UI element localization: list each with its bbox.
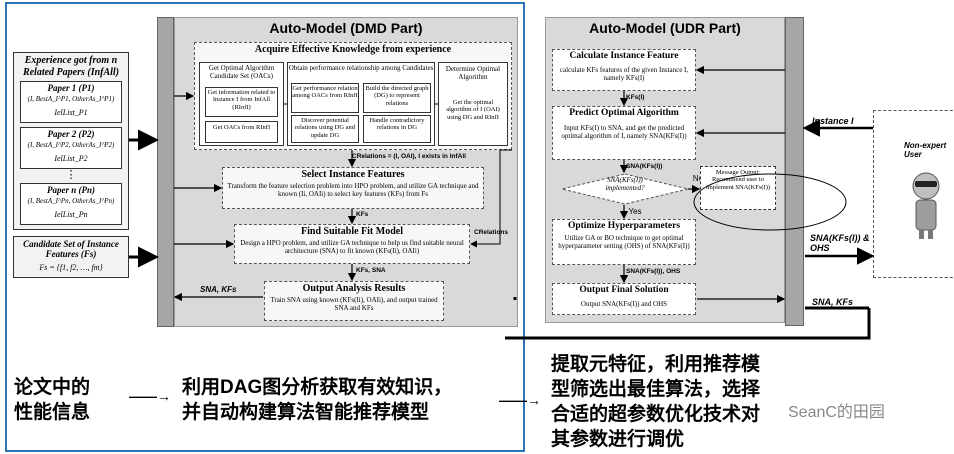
bottom-text-2-line-1: 利用DAG图分析获取有效知识，: [182, 377, 453, 398]
paper-1-title: Paper 1 (P1): [47, 83, 95, 93]
oacs-step-1-text: Get information related to Instance I fr…: [207, 89, 276, 111]
perf-step-2-text: Build the directed graph (DG) to represe…: [365, 85, 429, 107]
determine-title: Determine Optimal Algorithm: [445, 65, 501, 82]
diamond-text: SNA(KFs(I)) implemented?: [605, 176, 645, 193]
user-label: Non-expert User: [904, 141, 947, 160]
crelations-label: CRelations = (I, OAI), I exists in InfAl…: [352, 153, 466, 160]
predict-title: Predict Optimal Algorithm: [569, 108, 679, 118]
oacs-step-2: Get OACs from RInfI: [205, 121, 278, 143]
paper-2-tuple: (I, BestA_I^P2, OtherAs_I^P2): [27, 141, 115, 149]
sna-kfs-label: SNA(KFs(I)): [626, 163, 663, 170]
paper-n-title: Paper n (Pn): [47, 185, 95, 195]
bottom-text-3-line-4: 其参数进行调优: [551, 429, 685, 450]
paper-1-list: IelList_P1: [54, 108, 88, 117]
bottom-text-3-line-1: 提取元特征，利用推荐模: [551, 354, 761, 375]
udr-output-bar: [785, 17, 804, 326]
optimize-hyperparameters-box: Optimize Hyperparameters Utilize GA or B…: [552, 219, 696, 265]
oacs-step-2-text: Get OACs from RInfI: [212, 124, 271, 131]
calc-text: calculate KFs features of the given Inst…: [559, 66, 689, 83]
candidate-features-box: Candidate Set of Instance Features (Fs) …: [13, 236, 129, 278]
paper-2-list: IelList_P2: [54, 154, 88, 163]
user-box: [873, 110, 954, 278]
paper-1-box: Paper 1 (P1) (I, BestA_I^P1, OtherAs_I^P…: [20, 81, 122, 123]
perf-step-2: Build the directed graph (DG) to represe…: [363, 83, 431, 113]
decision-diamond: [561, 173, 689, 205]
watermark: SeanC的田园: [788, 404, 885, 421]
final-title: Output Final Solution: [579, 285, 669, 295]
experience-title: Experience got from n Related Papers (In…: [22, 55, 120, 78]
candidate-title: Candidate Set of Instance Features (Fs): [23, 239, 119, 260]
oacs-box: Get Optimal Algorithm Candidate Set (OAC…: [199, 62, 284, 146]
perf-step-3: Discover potential relations using DG an…: [291, 115, 359, 143]
fit-text: Design a HPO problem, and utilize GA tec…: [240, 239, 464, 256]
determine-box: Determine Optimal Algorithm Get the opti…: [438, 62, 508, 146]
oacs-step-1: Get information related to Instance I fr…: [205, 87, 278, 117]
paper-1-tuple: (I, BestA_I^P1, OtherAs_I^P1): [27, 95, 115, 103]
final-solution-box: Output Final Solution Output SNA(KFs(I))…: [552, 283, 696, 315]
perf-step-1-text: Get performance relation among OACs from…: [292, 85, 358, 100]
paper-n-tuple: (I, BestA_I^Pn, OtherAs_I^Pn): [27, 197, 115, 205]
kfs-label: KFs: [356, 211, 369, 218]
crelations-side-label: CRelations: [474, 229, 508, 236]
message-output-box: Message Output: Recommend user to implem…: [700, 166, 776, 210]
dmd-input-bar: [157, 17, 174, 327]
kfs-sna-label: KFs, SNA: [356, 267, 386, 274]
perf-step-4-text: Handle contradictory relations in DG: [369, 117, 425, 132]
paper-n-box: Paper n (Pn) (I, BestA_I^Pn, OtherAs_I^P…: [20, 183, 122, 225]
dmd-title: Auto-Model (DMD Part): [269, 20, 423, 36]
paper-n-list: IelList_Pn: [54, 210, 88, 219]
bottom-text-3-line-2: 型筛选出最佳算法，选择: [551, 379, 761, 400]
message-text: Message Output: Recommend user to implem…: [705, 169, 771, 191]
oacs-title: Get Optimal Algorithm Candidate Set (OAC…: [208, 64, 275, 81]
bottom-text-1-line-2: 性能信息: [14, 402, 91, 423]
candidate-formula: Fs = {f1, f2, …, fm}: [39, 263, 103, 272]
output-title: Output Analysis Results: [302, 283, 406, 294]
perf-step-1: Get performance relation among OACs from…: [291, 83, 359, 113]
output-analysis-box: Output Analysis Results Train SNA using …: [264, 281, 444, 321]
sna-kfs-left-label: SNA, KFs: [200, 285, 237, 294]
bottom-text-2-line-2: 并自动构建算法智能推荐模型: [182, 402, 430, 423]
kfsi-label: KFs(I): [626, 94, 645, 101]
performance-title: Obtain performance relationship among Ca…: [288, 64, 434, 72]
output-text: Train SNA using known (KFs(Ii), OAIi), a…: [270, 296, 438, 313]
select-features-box: Select Instance Features Transform the f…: [222, 167, 484, 209]
optimize-title: Optimize Hyperparameters: [567, 221, 681, 231]
performance-box: Obtain performance relationship among Ca…: [287, 62, 435, 146]
sna-ohs-right-label: SNA(KFs(I)) & OHS: [810, 233, 870, 254]
paper-2-box: Paper 2 (P2) (I, BestA_I^P2, OtherAs_I^P…: [20, 127, 122, 169]
predict-algorithm-box: Predict Optimal Algorithm Input KFs(I) t…: [552, 106, 696, 160]
perf-step-3-text: Discover potential relations using DG an…: [294, 117, 356, 139]
sna-kfs-right-label: SNA, KFs: [812, 297, 854, 307]
dmd-highlight-frame: [5, 2, 525, 452]
predict-text: Input KFs(I) to SNA, and get the predict…: [561, 124, 687, 141]
optimize-text: Utilize GA or BO technique to get optima…: [558, 234, 690, 251]
sna-ohs-label: SNA(KFs(I)), OHS: [626, 268, 681, 275]
fit-model-box: Find Suitable Fit Model Design a HPO pro…: [234, 224, 470, 264]
instance-label: Instance I: [812, 116, 854, 126]
bottom-text-1-line-1: 论文中的: [14, 377, 91, 398]
paper-2-title: Paper 2 (P2): [47, 129, 95, 139]
acquire-title: Acquire Effective Knowledge from experie…: [254, 44, 452, 55]
final-text: Output SNA(KFs(I)) and OHS: [580, 300, 668, 308]
determine-text: Get the optimal algorithm of I (OAI) usi…: [446, 99, 500, 121]
yes-label: Yes: [628, 207, 642, 216]
select-title: Select Instance Features: [301, 169, 405, 180]
bottom-arrow-2: ——→: [499, 392, 541, 408]
bottom-text-3-line-3: 合适的超参数优化技术对: [551, 404, 761, 425]
user-avatar-icon: [912, 172, 940, 239]
calc-feature-box: Calculate Instance Feature calculate KFs…: [552, 49, 696, 91]
select-text: Transform the feature selection problem …: [227, 182, 479, 199]
udr-title: Auto-Model (UDR Part): [589, 20, 741, 36]
fit-title: Find Suitable Fit Model: [301, 226, 403, 237]
experience-box: Experience got from n Related Papers (In…: [13, 52, 129, 230]
perf-step-4: Handle contradictory relations in DG: [363, 115, 431, 143]
calc-title: Calculate Instance Feature: [569, 51, 679, 61]
bottom-arrow-1: ——→: [129, 388, 171, 404]
papers-ellipsis: ⋮: [65, 169, 77, 181]
